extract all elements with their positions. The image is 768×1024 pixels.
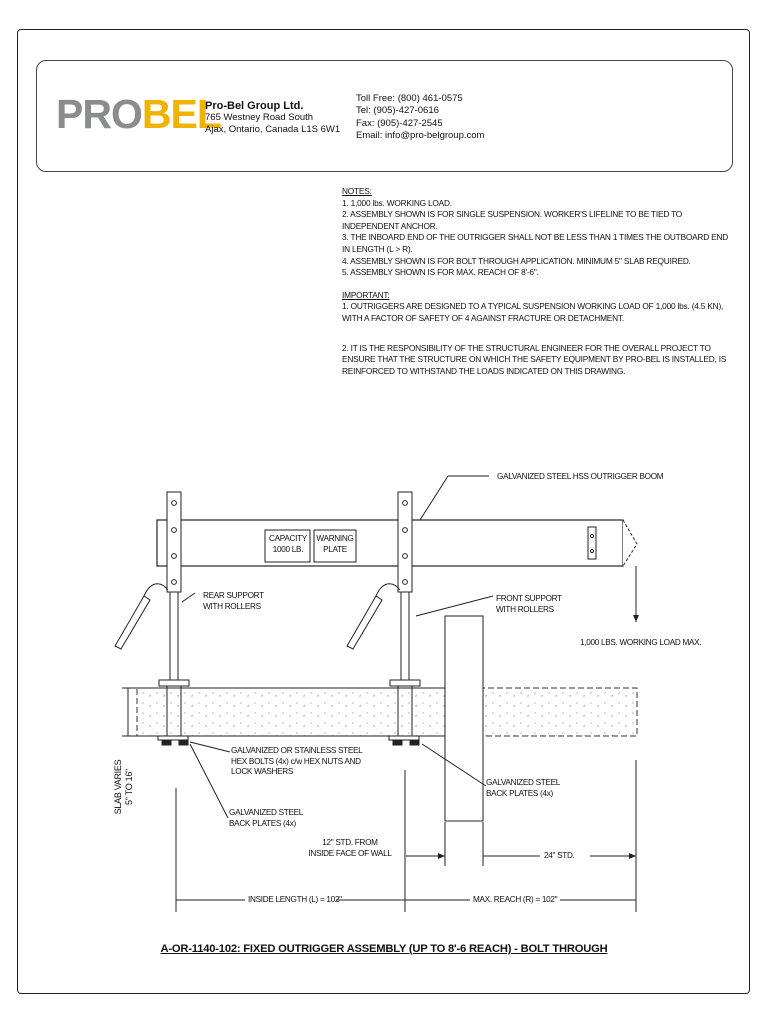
rear-support-line-2: WITH ROLLERS [203, 601, 261, 611]
note-item: 1. 1,000 lbs. WORKING LOAD. [342, 197, 452, 208]
drawing-title-text: A-OR-1140-102: FIXED OUTRIGGER ASSEMBLY … [160, 943, 608, 955]
std-24-label: 24" STD. [544, 851, 575, 860]
company-address: Pro-Bel Group Ltd. 765 Westney Road Sout… [205, 100, 340, 136]
toll-free: Toll Free: (800) 461-0575 [356, 93, 463, 104]
logo-bel: BEL [141, 91, 222, 137]
notes-heading: NOTES: [342, 186, 372, 196]
note-item: 3. THE INBOARD END OF THE OUTRIGGER SHAL… [342, 232, 729, 254]
warning-line-1: WARNING [316, 534, 354, 543]
slab-line-2: 5" TO 16" [124, 769, 134, 805]
back-plates-right-line-2: BACK PLATES (4x) [486, 788, 553, 798]
drawing-frame [17, 29, 750, 994]
address-line-1: 765 Westney Road South [205, 112, 314, 123]
front-support-line-2: WITH ROLLERS [496, 604, 554, 614]
bolts-line-1: GALVANIZED OR STAINLESS STEEL [231, 746, 363, 755]
bolts-line-2: HEX BOLTS (4x) c/w HEX NUTS AND [231, 756, 361, 766]
probel-logo: PROBEL [56, 91, 222, 137]
important-item: 1. OUTRIGGERS ARE DESIGNED TO A TYPICAL … [342, 301, 724, 323]
capacity-line-1: CAPACITY [269, 534, 307, 543]
title-block-header [36, 60, 733, 172]
email: Email: info@pro-belgroup.com [356, 130, 485, 142]
telephone: Tel: (905)-427-0616 [356, 105, 439, 117]
notes-section: NOTES: 1. 1,000 lbs. WORKING LOAD. 2. AS… [342, 186, 732, 377]
back-plates-right-label: GALVANIZED STEEL BACK PLATES (4x) [486, 778, 560, 799]
capacity-plate: CAPACITY 1000 LB. [267, 534, 309, 555]
address-line-2: Ajax, Ontario, Canada L1S 6W1 [205, 124, 341, 135]
contact-info: Toll Free: (800) 461-0575 Tel: (905)-427… [356, 93, 484, 143]
warning-line-2: PLATE [323, 544, 347, 554]
company-name: Pro-Bel Group Ltd. [205, 100, 304, 112]
warning-plate: WARNING PLATE [315, 534, 355, 555]
rear-support-label: REAR SUPPORT WITH ROLLERS [203, 591, 264, 612]
concrete-slab [136, 687, 638, 737]
wall-offset-line-1: 12" STD. FROM [322, 838, 378, 847]
note-item: 5. ASSEMBLY SHOWN IS FOR MAX. REACH OF 8… [342, 267, 539, 278]
inside-length-label: INSIDE LENGTH (L) = 102" [248, 895, 342, 904]
rear-support [166, 491, 182, 593]
back-plates-left-line-1: GALVANIZED STEEL [229, 808, 304, 817]
slab-label: SLAB VARIES 5" TO 16" [113, 747, 135, 827]
note-item: 2. ASSEMBLY SHOWN IS FOR SINGLE SUSPENSI… [342, 209, 683, 231]
fax: Fax: (905)-427-2545 [356, 117, 443, 129]
front-support-line-1: FRONT SUPPORT [496, 594, 562, 603]
important-item: 2. IT IS THE RESPONSIBILITY OF THE STRUC… [342, 342, 727, 376]
boom-label: GALVANIZED STEEL HSS OUTRIGGER BOOM [497, 472, 664, 481]
load-label: 1,000 LBS. WORKING LOAD MAX. [580, 638, 702, 647]
front-support [397, 491, 413, 593]
back-plates-left-label: GALVANIZED STEEL BACK PLATES (4x) [229, 808, 303, 829]
logo-pro: PRO [56, 91, 143, 137]
drawing-title: A-OR-1140-102: FIXED OUTRIGGER ASSEMBLY … [0, 943, 768, 955]
max-reach-label: MAX. REACH (R) = 102" [473, 895, 558, 904]
back-plates-left-line-2: BACK PLATES (4x) [229, 818, 296, 828]
note-item: 4. ASSEMBLY SHOWN IS FOR BOLT THROUGH AP… [342, 255, 691, 266]
capacity-line-2: 1000 LB. [272, 544, 304, 554]
front-support-label: FRONT SUPPORT WITH ROLLERS [496, 594, 562, 615]
bolts-line-3: LOCK WASHERS [231, 767, 294, 776]
outrigger-boom [156, 519, 624, 567]
back-plates-right-line-1: GALVANIZED STEEL [486, 778, 561, 787]
rear-support-line-1: REAR SUPPORT [203, 591, 264, 600]
wall [444, 615, 484, 822]
slab-line-1: SLAB VARIES [113, 759, 123, 815]
wall-offset-label: 12" STD. FROM INSIDE FACE OF WALL [300, 838, 400, 859]
bolts-label: GALVANIZED OR STAINLESS STEEL HEX BOLTS … [231, 746, 363, 778]
wall-offset-line-2: INSIDE FACE OF WALL [308, 848, 392, 858]
important-heading: IMPORTANT: [342, 289, 390, 300]
